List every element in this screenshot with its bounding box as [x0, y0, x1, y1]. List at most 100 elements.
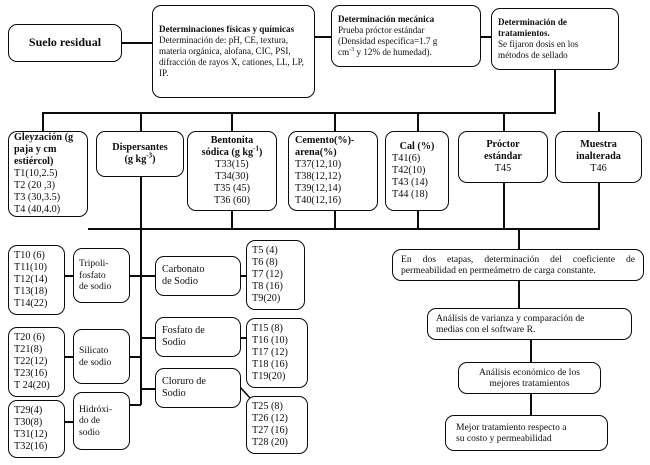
riser-cemento	[334, 211, 336, 229]
node-tripolifosfato-line-3: de sodio	[79, 281, 112, 293]
node-cemento-title-2: arena(%)	[295, 147, 337, 159]
node-silicato-line-1: Silicato	[79, 345, 109, 357]
list-t25-item-0: T25 (8)	[252, 401, 283, 413]
list-t10-item-4: T14(22)	[14, 297, 48, 309]
list-t25-item-3: T28 (20)	[252, 436, 288, 448]
list-t29-t32[interactable]: T29(4) T30(8) T31(12) T32(16)	[8, 400, 65, 458]
node-varianza-line-1: Análisis de varianza y comparación de	[436, 312, 585, 324]
connector-t20-silicato	[65, 356, 74, 358]
node-gleyzacion[interactable]: Gleyzación (g paja y cm estiércol) T1(10…	[8, 131, 88, 217]
connector-tripolifosfato-spine	[130, 275, 141, 277]
node-dispersantes[interactable]: Dispersantes (g kg-3)	[96, 131, 184, 177]
node-cemento-arena[interactable]: Cemento(%)- arena(%) T37(12,10) T38(12,1…	[288, 131, 378, 211]
node-hidroxido-de-sodio[interactable]: Hidróxi- do de sodio	[73, 392, 130, 450]
connector-spine-fosfato	[140, 337, 156, 339]
node-cemento-item-3: T40(12,16)	[295, 194, 342, 206]
node-cloruro-line-1: Cloruro de	[162, 376, 206, 388]
bus-row2-bottom	[88, 228, 600, 230]
node-bentonita-item-0: T33(15)	[215, 159, 249, 171]
list-t10-item-2: T12(14)	[14, 274, 48, 286]
node-suelo-residual[interactable]: Suelo residual	[8, 24, 122, 62]
list-t15-item-0: T15 (8)	[252, 323, 283, 335]
list-t25-item-2: T27 (16)	[252, 425, 288, 436]
node-muestra-item: T46	[590, 162, 607, 174]
node-gleyzacion-title-3: estiércol)	[14, 156, 54, 168]
node-muestra-inalterada[interactable]: Muestra inalterada T46	[555, 131, 642, 183]
node-cal-title: Cal (%)	[399, 141, 435, 153]
node-permeabilidad-text: En dos etapas, determinación del coefici…	[401, 253, 635, 276]
spine-dispersantes	[140, 177, 142, 405]
riser-cal	[417, 211, 419, 229]
connector-spine-carbonato	[140, 275, 156, 277]
node-permeabilidad[interactable]: En dos etapas, determinación del coefici…	[392, 249, 644, 281]
node-muestra-title-2: inalterada	[576, 151, 621, 163]
list-t20-item-2: T22(12)	[14, 356, 48, 368]
connector-permeabilidad-varianza	[518, 281, 520, 308]
node-cemento-item-1: T38(12,12)	[295, 171, 342, 182]
node-hidroxido-line-3: sodio	[79, 426, 100, 438]
node-determinacion-mecanica[interactable]: Determinación mecánica Prueba próctor es…	[331, 5, 481, 67]
connector-varianza-economico	[530, 340, 532, 362]
connector-spine-cloruro	[140, 388, 156, 390]
list-t5-item-2: T7 (12)	[252, 269, 283, 281]
node-det-tratamientos-body-1: Se fijaron dosis en los	[498, 39, 579, 49]
node-det-tratamientos-body-2: métodos de sellado	[498, 49, 568, 60]
node-determinaciones-fisicas-quimicas[interactable]: Determinaciones físicas y químicas Deter…	[152, 5, 315, 98]
connector-carbonato-t5list	[241, 275, 247, 277]
node-bentonita-sodica[interactable]: Bentonita sódica (g kg-1) T33(15) T34(30…	[187, 131, 277, 211]
node-gleyzacion-item-3: T4 (40,4.0)	[14, 203, 61, 215]
list-t10-item-1: T11(10)	[14, 262, 48, 274]
node-suelo-residual-label: Suelo residual	[28, 35, 102, 50]
node-carbonato-line-2: de Sodio	[162, 276, 198, 287]
node-tripolifosfato-line-1: Tripoli-	[79, 258, 109, 270]
node-silicato-de-sodio[interactable]: Silicato de sodio	[73, 329, 130, 384]
node-proctor-estandar[interactable]: Próctor estándar T45	[458, 131, 548, 183]
node-proctor-item: T45	[494, 162, 512, 174]
node-silicato-line-2: de sodio	[79, 356, 112, 368]
connector-fosfato-t15list	[241, 337, 247, 339]
list-t10-item-0: T10 (6)	[14, 250, 45, 262]
node-fosfato-de-sodio[interactable]: Fosfato de Sodio	[155, 317, 241, 357]
node-mejor-line-1: Mejor tratamiento respecto a	[456, 421, 567, 433]
node-det-mecanica-title: Determinación mecánica	[338, 14, 435, 25]
node-gleyzacion-item-1: T2 (20 ,3)	[14, 179, 56, 191]
list-t20-t24[interactable]: T20 (6) T21(8) T22(12) T23(16) T 24(20)	[8, 327, 65, 397]
node-cal[interactable]: Cal (%) T41(6) T42(10) T43 (14) T44 (18)	[385, 131, 449, 211]
node-det-tratamientos-title-2: tratamientos.	[498, 28, 550, 39]
node-bentonita-item-3: T36 (60)	[214, 194, 250, 206]
node-det-fisicas-body: Determinación de: pH, CE, textura, mater…	[159, 35, 304, 78]
connector-suelo-to-fisicas	[122, 42, 153, 44]
node-bentonita-item-2: T35 (45)	[214, 182, 250, 194]
list-t15-item-1: T16 (10)	[252, 335, 288, 347]
list-t5-item-4: T9(20)	[252, 292, 281, 304]
node-analisis-economico[interactable]: Análisis económico de los mejores tratam…	[458, 362, 601, 394]
node-carbonato-de-sodio[interactable]: Carbonato de Sodio	[155, 256, 241, 296]
node-cemento-item-2: T39(12,14)	[295, 182, 342, 194]
node-tripolifosfato-de-sodio[interactable]: Tripoli- fosfato de sodio	[73, 248, 130, 303]
node-tripolifosfato-line-2: fosfato	[79, 269, 106, 281]
list-t15-t19[interactable]: T15 (8) T16 (10) T17 (12) T18 (16) T19(2…	[246, 318, 308, 388]
list-t5-t9[interactable]: T5 (4) T6 (8) T7 (12) T8 (16) T9(20)	[246, 240, 305, 310]
node-mejor-line-2: su costo y permeabilidad	[456, 433, 552, 444]
list-t25-t28[interactable]: T25 (8) T26 (12) T27 (16) T28 (20)	[246, 396, 308, 454]
connector-economico-mejor	[530, 394, 532, 415]
node-economico-line-2: mejores tratamientos	[489, 378, 570, 389]
node-analisis-varianza[interactable]: Análisis de varianza y comparación de me…	[427, 308, 632, 340]
connector-mecanica-to-tratamientos	[480, 36, 492, 38]
node-determinacion-tratamientos[interactable]: Determinación de tratamientos. Se fijaro…	[491, 8, 619, 70]
connector-fisicas-to-mecanica	[314, 36, 332, 38]
list-t29-item-3: T32(16)	[14, 440, 48, 452]
list-t20-item-4: T 24(20)	[14, 379, 50, 391]
list-t15-item-2: T17 (12)	[252, 347, 288, 359]
list-t5-item-0: T5 (4)	[252, 245, 278, 257]
spine-to-permeabilidad	[518, 228, 520, 249]
connector-tratamientos-down	[554, 70, 556, 113]
node-cloruro-de-sodio[interactable]: Cloruro de Sodio	[155, 368, 241, 408]
bus-row2-top	[42, 112, 556, 114]
node-fosfato-line-2: Sodio	[162, 337, 186, 348]
node-gleyzacion-item-2: T3 (30,3.5)	[14, 191, 61, 203]
list-t10-t14[interactable]: T10 (6) T11(10) T12(14) T13(18) T14(22)	[8, 245, 65, 315]
list-t15-item-4: T19(20)	[252, 370, 286, 382]
node-mejor-tratamiento[interactable]: Mejor tratamiento respecto a su costo y …	[445, 415, 608, 451]
